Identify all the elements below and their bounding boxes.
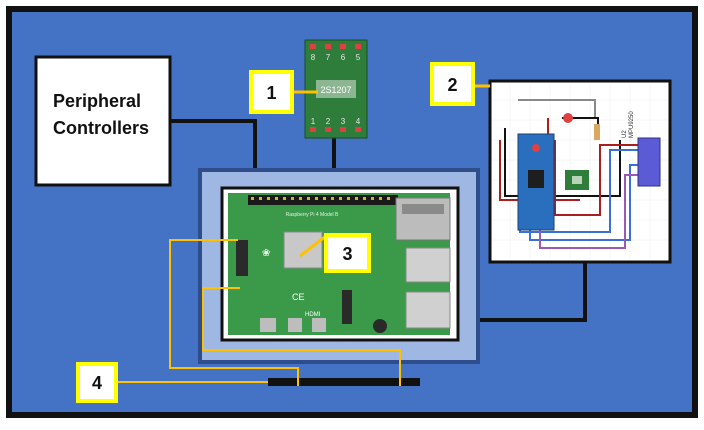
usb-port-bottom: [406, 292, 450, 328]
audio-jack: [373, 319, 387, 333]
usb-port-top: [406, 248, 450, 282]
imu-ref-label: U2: [622, 130, 628, 138]
pi-soc: [284, 232, 322, 268]
arduino-chip: [528, 170, 544, 188]
callout-1-label: 1: [266, 83, 276, 103]
callout-2: 2: [432, 64, 473, 104]
pi-logo-icon: ❀: [262, 248, 270, 259]
mux-pin-label: 6: [341, 53, 346, 62]
sensor-bar: [268, 378, 420, 386]
pi-brand-text: Raspberry Pi 4 Model B: [286, 212, 339, 218]
multiplexer-board: 8 7 6 5 1 2 3 4 2S1207: [305, 40, 367, 138]
mux-pin-label: 8: [311, 53, 316, 62]
hdmi-label: HDMI: [305, 312, 321, 318]
micro-hdmi-0: [288, 318, 302, 332]
callout-4: 4: [78, 364, 116, 401]
resistor-icon: [594, 124, 600, 140]
callout-4-label: 4: [92, 373, 102, 393]
ce-mark: CE: [292, 292, 305, 302]
micro-hdmi-1: [312, 318, 326, 332]
mux-pin-label: 2: [326, 117, 331, 126]
usb-c-port: [260, 318, 276, 332]
mux-chip-text: 2S1207: [320, 85, 351, 95]
mux-pin-label: 3: [341, 117, 346, 126]
mux-pin-label: 4: [356, 117, 361, 126]
mux-pin-label: 7: [326, 53, 331, 62]
imu-part-label: MPU9250: [629, 111, 635, 138]
mcu-schematic: U2 MPU9250: [490, 81, 670, 262]
mux-pin-label: 5: [356, 53, 361, 62]
display-connector: [236, 240, 248, 276]
imu-board: [638, 138, 660, 186]
callout-3: 3: [326, 235, 369, 271]
callout-2-label: 2: [447, 75, 457, 95]
peripheral-controllers-box: Peripheral Controllers: [36, 57, 170, 185]
led-icon: [563, 113, 573, 123]
camera-connector: [342, 290, 352, 324]
peripheral-label-line1: Peripheral: [53, 91, 141, 111]
mux-pin-label: 1: [311, 117, 316, 126]
peripheral-label-line2: Controllers: [53, 118, 149, 138]
callout-3-label: 3: [342, 244, 352, 264]
callout-1: 1: [251, 72, 292, 112]
